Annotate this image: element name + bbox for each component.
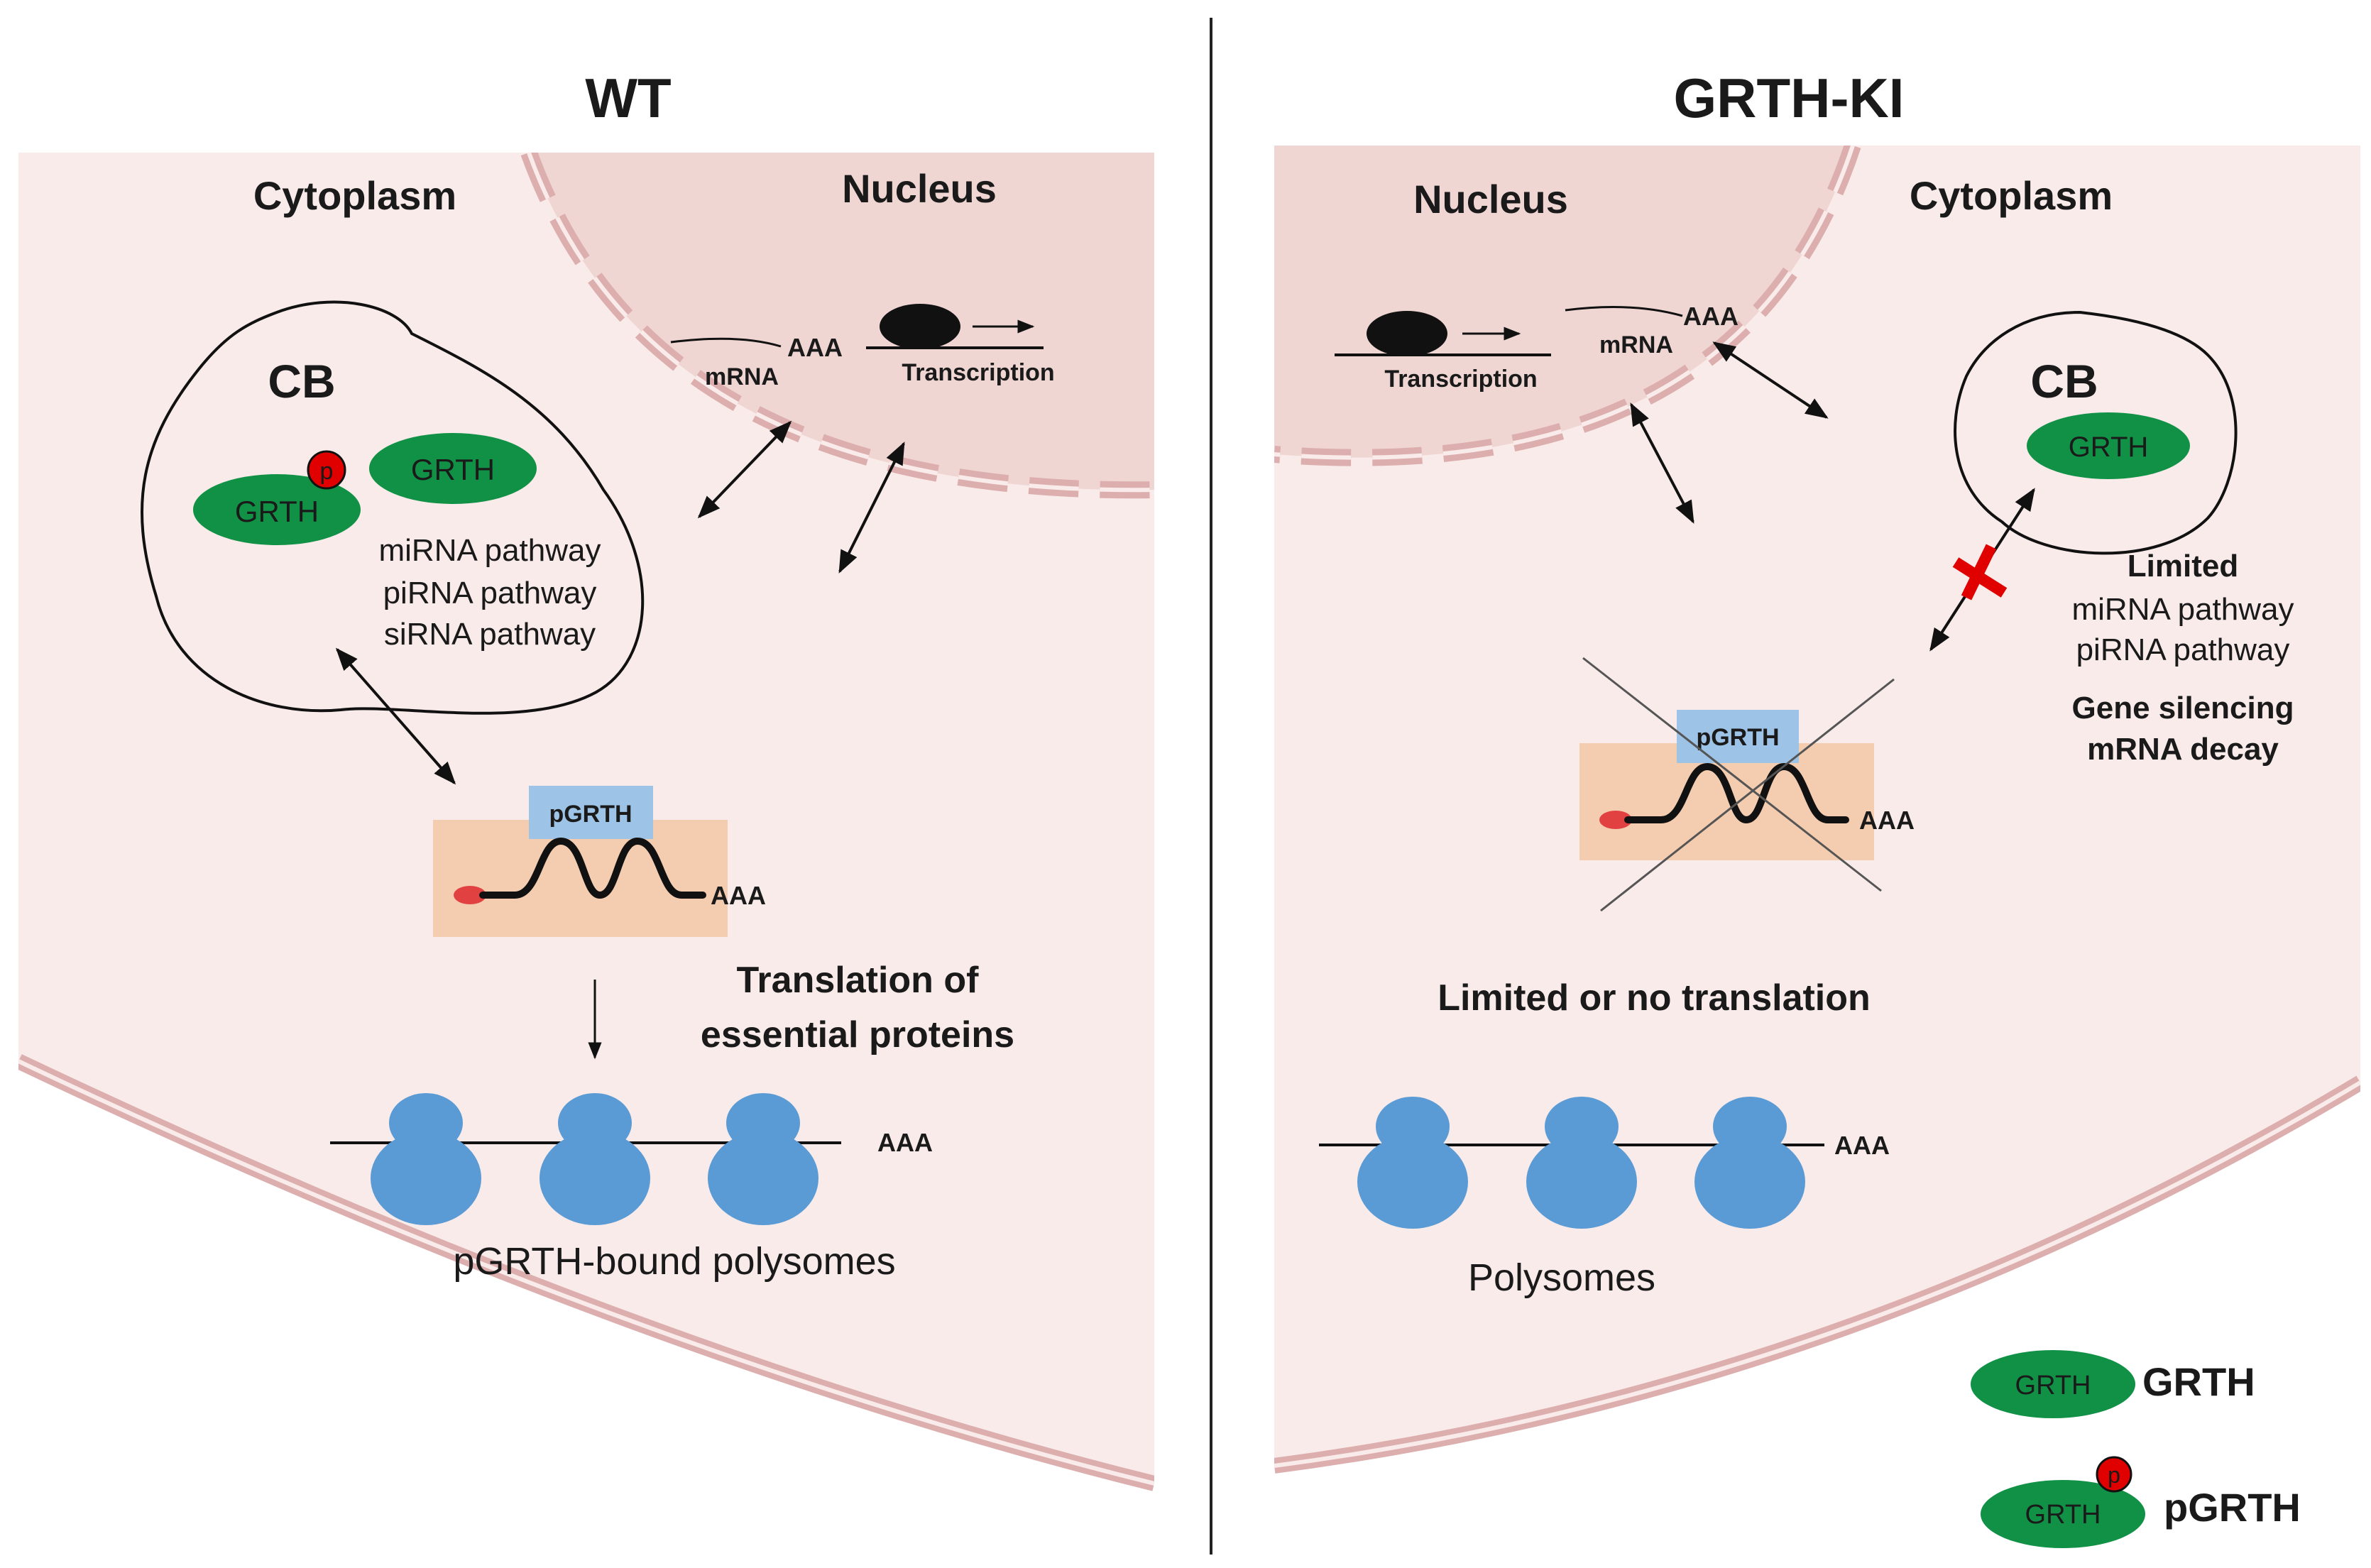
legend-grth-label: GRTH <box>2142 1359 2255 1404</box>
ki-silencing-label-1: Gene silencing <box>2072 691 2294 725</box>
wt-ribosome <box>708 1093 818 1225</box>
ki-pathway-2: piRNA pathway <box>2076 632 2290 667</box>
wt-pgrth-protein: GRTH p <box>193 450 361 545</box>
ki-pathway-1: miRNA pathway <box>2071 592 2294 627</box>
wt-phospho-label: p <box>320 458 334 485</box>
ki-limited-label: Limited <box>2128 549 2238 583</box>
legend-pgrth-label: pGRTH <box>2164 1485 2301 1530</box>
wt-pathway-3: siRNA pathway <box>384 617 596 652</box>
ki-ribosome <box>1357 1097 1468 1229</box>
wt-pathway-1: miRNA pathway <box>378 533 601 568</box>
ki-chromatoid-body <box>1954 310 2238 555</box>
wt-cb-arrow <box>335 647 456 785</box>
ki-mrna-cap <box>1599 811 1632 829</box>
ki-cytoplasm-label: Cytoplasm <box>1910 173 2113 218</box>
wt-ribosome <box>540 1093 650 1225</box>
wt-mrnp-mrna <box>479 837 706 899</box>
ki-block-x-icon <box>1952 544 2008 601</box>
ki-polysome-aaa: AAA <box>1834 1131 1890 1160</box>
wt-polysome-aaa: AAA <box>877 1128 933 1157</box>
ki-export-arrow-2 <box>1630 402 1694 524</box>
ki-polysomes-label: Polysomes <box>1468 1256 1655 1299</box>
legend-grth-swatch: GRTH <box>1971 1350 2135 1418</box>
ki-nucleus <box>1274 146 1853 458</box>
ki-cross-line-2 <box>1600 678 1895 912</box>
wt-transcription-label: Transcription <box>902 359 1054 386</box>
ki-nucleus-label: Nucleus <box>1413 177 1568 221</box>
wt-cb-label: CB <box>268 355 335 407</box>
wt-cell-membrane-line <box>18 1059 1154 1486</box>
wt-mrna-cap <box>454 886 486 904</box>
ki-cb-label: CB <box>2030 355 2098 407</box>
ki-grth-protein: GRTH <box>2027 412 2190 479</box>
wt-pathway-2: piRNA pathway <box>383 576 597 610</box>
ki-polymerase <box>1367 311 1447 356</box>
ki-pgrth-box-label: pGRTH <box>1696 724 1779 751</box>
wt-translation-label-1: Translation of <box>737 960 980 1001</box>
ki-cross-line-1 <box>1582 657 1882 892</box>
ki-translation-label: Limited or no translation <box>1438 977 1871 1019</box>
ki-ribosome <box>1694 1097 1805 1229</box>
wt-mrna-label: mRNA <box>705 363 779 390</box>
ki-ribosome <box>1526 1097 1637 1229</box>
ki-nuclear-mrna <box>1565 306 1683 317</box>
ki-transcription-label: Transcription <box>1384 366 1537 393</box>
ki-panel: GRTH-KI Nucleus Cytoplasm Transcription … <box>1274 67 2360 1548</box>
legend-pgrth-swatch: GRTH p <box>1981 1456 2145 1548</box>
wt-title: WT <box>585 67 671 129</box>
wt-grth-protein: GRTH <box>369 433 537 504</box>
legend: GRTH GRTH GRTH p pGRTH <box>1971 1350 2301 1548</box>
ki-mrnp-mrna <box>1624 762 1849 824</box>
legend-grth-swatch-label: GRTH <box>2015 1371 2091 1400</box>
ki-grth-protein-label: GRTH <box>2069 432 2149 463</box>
ki-mrnp-aaa: AAA <box>1859 806 1915 835</box>
wt-phospho-marker <box>307 450 346 490</box>
ki-pgrth-box <box>1677 710 1799 763</box>
legend-pgrth-swatch-label: GRTH <box>2025 1500 2101 1530</box>
ki-nuclear-mrna-aaa: AAA <box>1683 302 1738 331</box>
wt-mrnp-aaa: AAA <box>711 881 766 910</box>
wt-pgrth-box <box>529 786 653 839</box>
wt-export-arrow-2 <box>838 442 905 574</box>
wt-grth-protein-label: GRTH <box>411 453 495 486</box>
wt-nuclear-mrna-aaa: AAA <box>787 333 843 362</box>
legend-phospho-marker <box>2096 1456 2132 1493</box>
wt-polymerase <box>880 304 960 349</box>
wt-nucleus <box>529 153 1154 490</box>
wt-mrnp-box <box>433 820 728 937</box>
legend-phospho-label: p <box>2108 1462 2120 1488</box>
ki-silencing-label-2: mRNA decay <box>2087 732 2279 767</box>
wt-translation-label-2: essential proteins <box>701 1014 1014 1056</box>
wt-export-arrow-1 <box>697 420 792 519</box>
wt-nuclear-mrna <box>670 337 782 348</box>
wt-chromatoid-body <box>141 300 645 715</box>
wt-panel: WT Cytoplasm Nucleus CB GRTH p GRTH miRN… <box>18 67 1154 1491</box>
wt-ribosome <box>371 1093 481 1225</box>
ki-mrna-label: mRNA <box>1599 331 1673 358</box>
wt-nucleus-label: Nucleus <box>842 166 997 211</box>
ki-title: GRTH-KI <box>1674 67 1905 129</box>
ki-cell-membrane-line <box>1274 1080 2360 1468</box>
ki-export-arrow-1 <box>1712 341 1829 419</box>
wt-polysomes-label: pGRTH-bound polysomes <box>453 1240 895 1283</box>
wt-pgrth-protein-label: GRTH <box>235 495 319 528</box>
wt-pgrth-box-label: pGRTH <box>549 801 632 828</box>
wt-cytoplasm-label: Cytoplasm <box>253 173 456 218</box>
